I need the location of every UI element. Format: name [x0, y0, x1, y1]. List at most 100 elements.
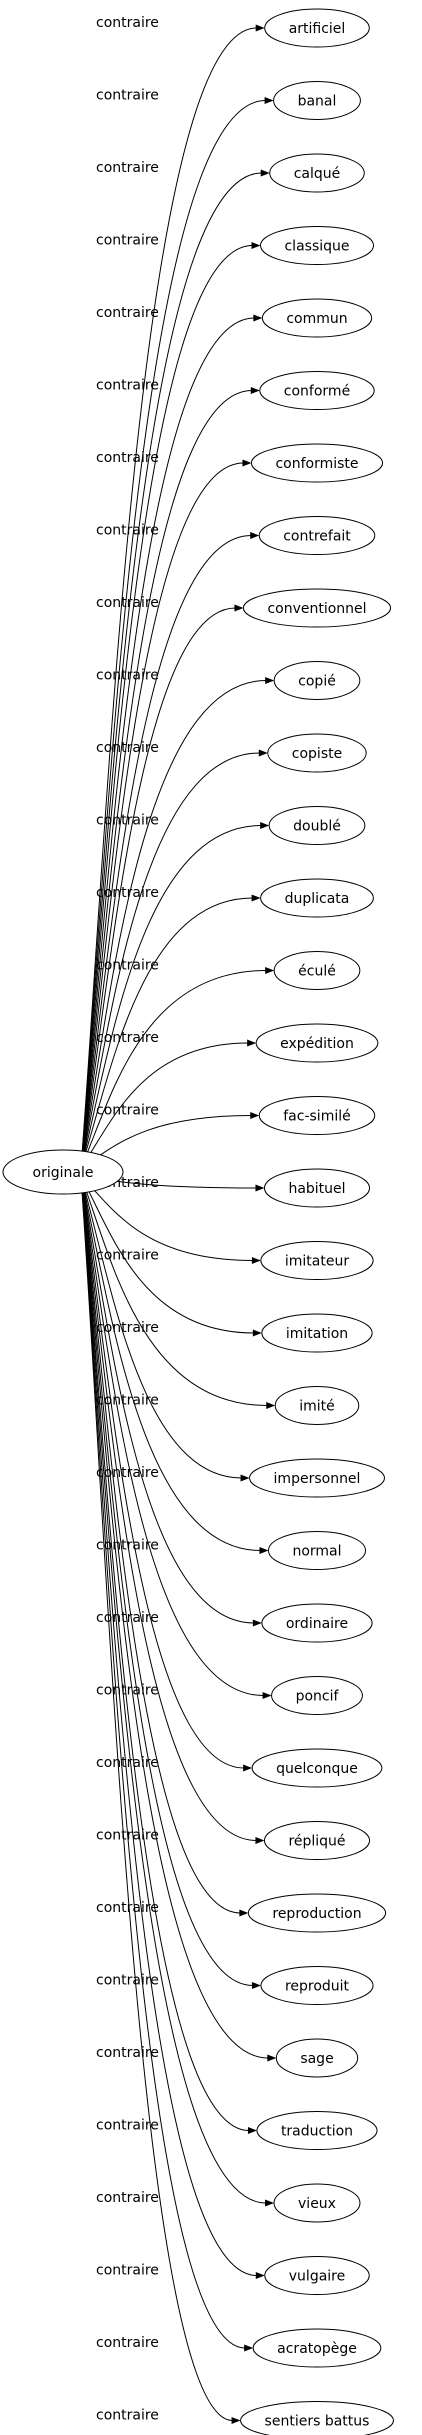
node-duplicata[interactable]: duplicata — [260, 878, 374, 918]
node-classique[interactable]: classique — [259, 226, 375, 265]
edge-label-conforme: contraire — [96, 378, 159, 394]
edge-label-expedition: contraire — [96, 1030, 159, 1046]
edge-imite — [80, 1175, 268, 1406]
node-shape-conventionnel — [242, 588, 392, 628]
edge-quelconque — [80, 1175, 245, 1769]
node-calque[interactable]: calqué — [269, 153, 365, 193]
edge-label-sage: contraire — [96, 2045, 159, 2061]
node-shape-quelconque — [251, 1748, 383, 1788]
node-replique[interactable]: répliqué — [263, 1821, 371, 1860]
node-reproduction[interactable]: reproduction — [247, 1893, 387, 1933]
arrowhead-icon — [258, 749, 268, 757]
arrowhead-icon — [231, 2417, 241, 2424]
edge-label-commun: contraire — [96, 305, 159, 321]
node-label-fac-simile: fac-similé — [283, 1109, 350, 1125]
node-quelconque[interactable]: quelconque — [251, 1748, 383, 1788]
node-shape-artificiel — [264, 8, 370, 48]
node-label-normal: normal — [292, 1544, 341, 1560]
node-expedition[interactable]: expédition — [255, 1023, 379, 1063]
node-shape-imitateur — [260, 1241, 374, 1280]
edge-label-sentiers-battus: contraire — [96, 2408, 159, 2424]
node-label-vieux: vieux — [298, 2196, 336, 2212]
edge-label-double: contraire — [96, 813, 159, 829]
edge-ordinaire — [80, 1175, 254, 1624]
edge-label-classique: contraire — [96, 233, 159, 249]
edge-reproduction — [80, 1175, 241, 1914]
node-label-reproduction: reproduction — [272, 1906, 361, 1922]
node-impersonnel[interactable]: impersonnel — [249, 1458, 385, 1498]
edge-calque — [80, 172, 262, 1169]
node-ecule[interactable]: éculé — [273, 951, 361, 990]
node-label-imitateur: imitateur — [285, 1254, 349, 1270]
edge-vieux — [80, 1175, 267, 2204]
node-conventionnel[interactable]: conventionnel — [242, 588, 392, 628]
node-commun[interactable]: commun — [261, 298, 373, 338]
node-shape-ecule — [273, 951, 361, 990]
arrowhead-icon — [259, 1547, 269, 1554]
node-label-calque: calqué — [294, 166, 341, 182]
node-label-traduction: traduction — [281, 2124, 353, 2140]
node-label-ecule: éculé — [298, 964, 336, 980]
node-copiste[interactable]: copiste — [267, 733, 367, 773]
node-shape-copiste — [267, 733, 367, 773]
edge-label-imitation: contraire — [96, 1320, 159, 1336]
node-imitateur[interactable]: imitateur — [260, 1241, 374, 1280]
edge-acratopege — [80, 1175, 246, 2349]
node-imitation[interactable]: imitation — [261, 1313, 373, 1353]
node-label-double: doublé — [293, 819, 341, 835]
edge-poncif — [80, 1175, 264, 1696]
node-shape-ordinaire — [261, 1603, 373, 1643]
arrowhead-icon — [262, 1692, 272, 1699]
node-poncif[interactable]: poncif — [271, 1676, 363, 1715]
node-double[interactable]: doublé — [268, 806, 366, 845]
edge-label-conventionnel: contraire — [96, 595, 159, 611]
node-label-expedition: expédition — [280, 1036, 354, 1052]
node-conforme[interactable]: conformé — [259, 371, 375, 410]
node-vulgaire[interactable]: vulgaire — [264, 2256, 370, 2295]
node-label-sentiers-battus: sentiers battus — [265, 2414, 370, 2430]
node-acratopege[interactable]: acratopège — [252, 2328, 382, 2368]
edge-artificiel — [80, 27, 257, 1169]
node-shape-double — [268, 806, 366, 845]
node-artificiel[interactable]: artificiel — [264, 8, 370, 48]
edge-commun — [80, 317, 255, 1169]
edge-reproduit — [80, 1175, 253, 1986]
node-shape-traduction — [256, 2111, 378, 2150]
node-banal[interactable]: banal — [273, 81, 361, 120]
node-habituel[interactable]: habituel — [263, 1168, 371, 1208]
edge-label-conformiste: contraire — [96, 450, 159, 466]
node-shape-sage — [275, 2038, 359, 2078]
edge-label-ordinaire: contraire — [96, 1610, 159, 1626]
node-label-sage: sage — [300, 2051, 333, 2067]
node-label-classique: classique — [284, 239, 349, 255]
edge-conforme — [80, 390, 252, 1169]
node-sentiers-battus[interactable]: sentiers battus — [240, 2401, 394, 2435]
node-reproduit[interactable]: reproduit — [260, 1966, 374, 2005]
edge-traduction — [80, 1175, 249, 2131]
arrowhead-icon — [251, 894, 261, 902]
arrowhead-icon — [265, 967, 275, 974]
arrowhead-icon — [265, 677, 275, 684]
node-imite[interactable]: imité — [274, 1386, 360, 1425]
node-conformiste[interactable]: conformiste — [250, 443, 384, 483]
node-shape-duplicata — [260, 878, 374, 918]
arrowhead-icon — [253, 314, 263, 322]
node-shape-expedition — [255, 1023, 379, 1063]
node-fac-simile[interactable]: fac-similé — [258, 1096, 376, 1135]
edge-label-copie: contraire — [96, 668, 159, 684]
edge-classique — [80, 245, 253, 1169]
node-copie[interactable]: copié — [273, 661, 361, 700]
node-label-copie: copié — [298, 674, 336, 690]
node-traduction[interactable]: traduction — [256, 2111, 378, 2150]
arrowhead-icon — [243, 1764, 253, 1772]
edge-impersonnel — [80, 1175, 242, 1479]
node-vieux[interactable]: vieux — [273, 2183, 361, 2223]
node-contrefait[interactable]: contrefait — [258, 516, 376, 555]
node-sage[interactable]: sage — [275, 2038, 359, 2078]
node-label-copiste: copiste — [292, 746, 342, 762]
node-normal[interactable]: normal — [267, 1531, 367, 1570]
edge-duplicata — [80, 897, 253, 1169]
center-node[interactable]: originale — [2, 1149, 124, 1195]
node-ordinaire[interactable]: ordinaire — [261, 1603, 373, 1643]
